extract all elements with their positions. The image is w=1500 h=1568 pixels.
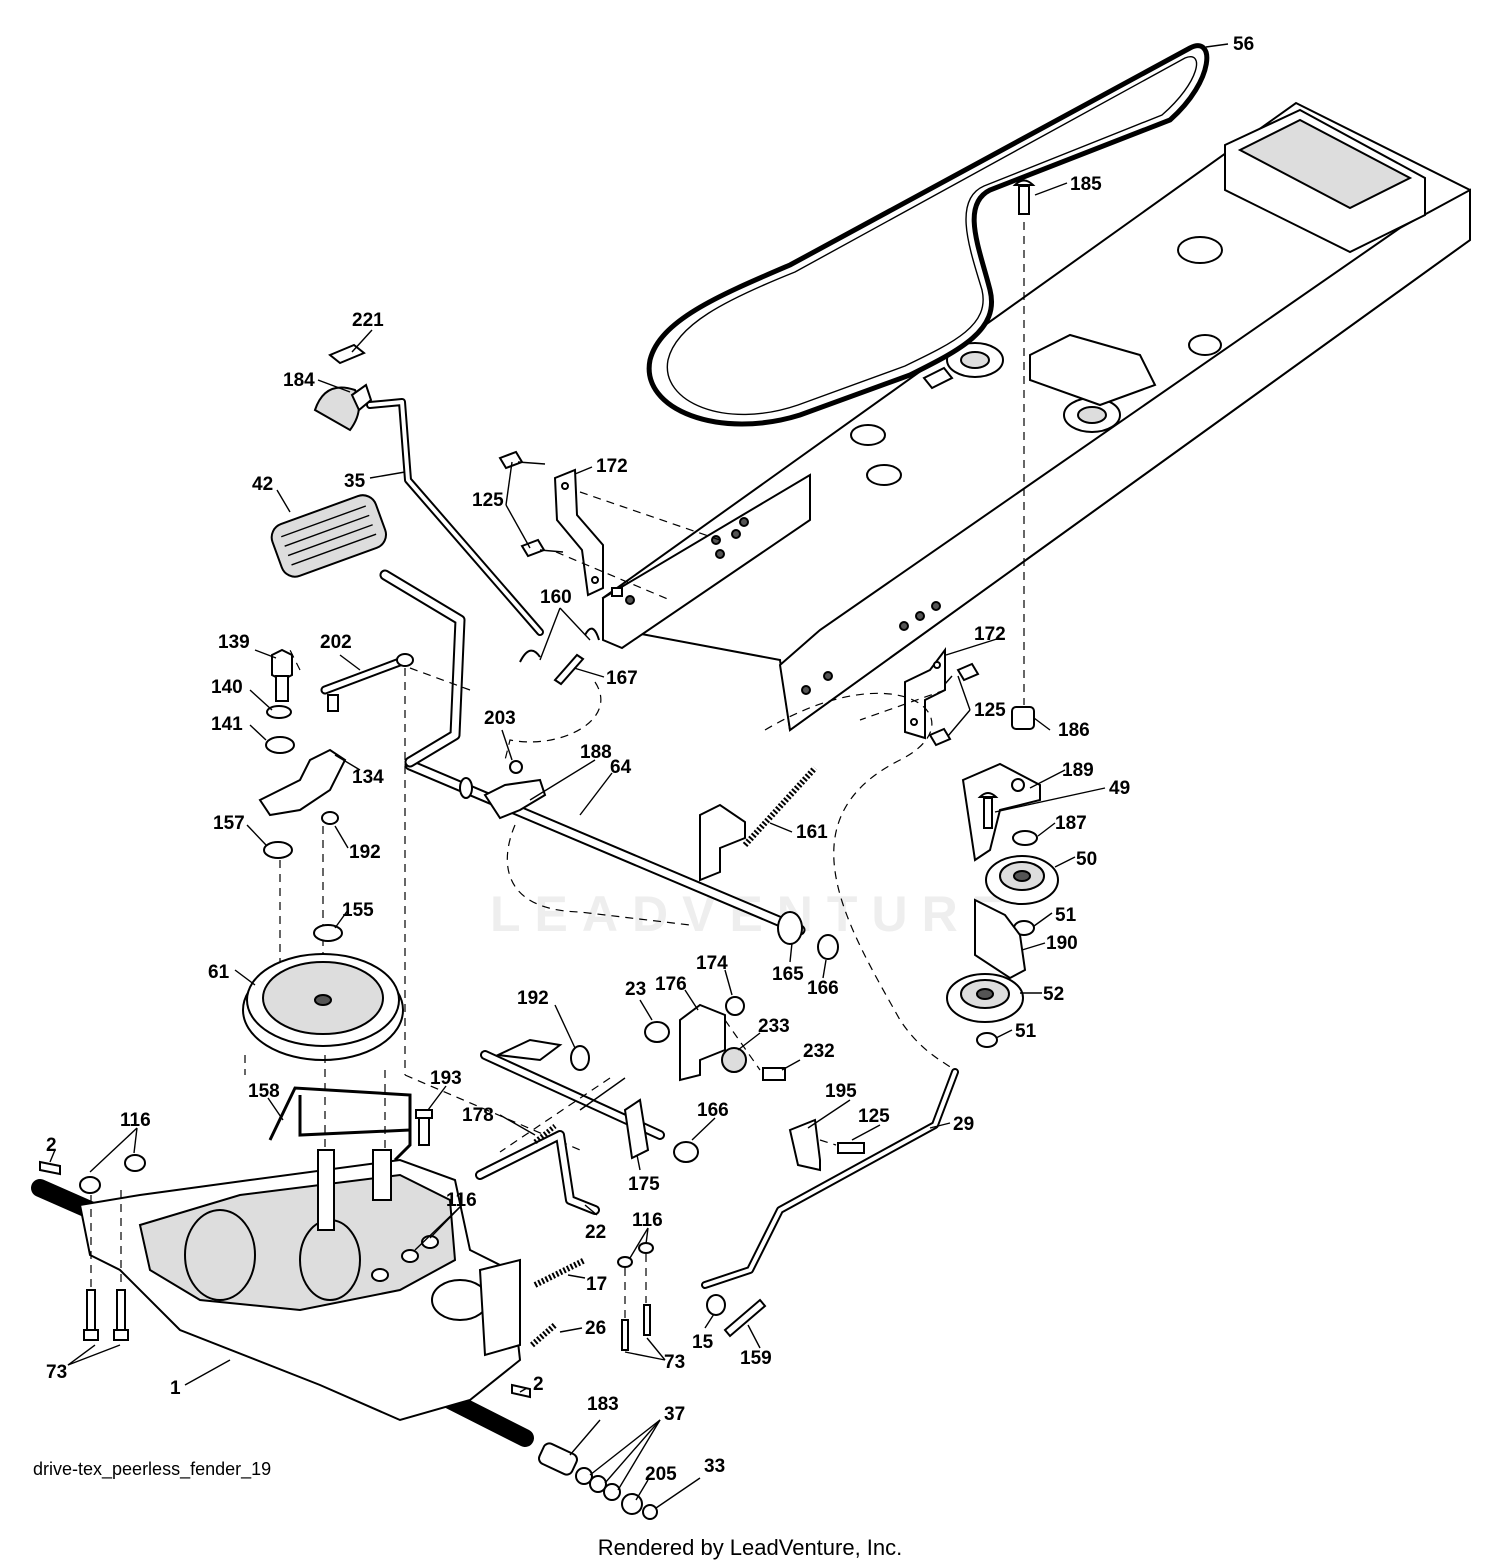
callout-51-upper: 51 (1055, 905, 1077, 926)
rod-29 (701, 692, 959, 1338)
callout-158: 158 (248, 1081, 280, 1102)
callout-125-right: 125 (858, 1106, 890, 1127)
callout-233: 233 (758, 1016, 790, 1037)
callout-73-right: 73 (664, 1352, 685, 1373)
callout-61: 61 (208, 962, 230, 983)
dashed-connectors (289, 649, 691, 926)
bracket-172-lower (859, 647, 980, 747)
transmission-1 (31, 1149, 534, 1447)
callout-22: 22 (585, 1222, 606, 1243)
callout-172-lower: 172 (974, 624, 1006, 645)
bolt-185 (1012, 179, 1036, 705)
callout-2-upper: 2 (46, 1135, 57, 1156)
callout-166-upper: 166 (807, 978, 839, 999)
callout-203: 203 (484, 708, 516, 729)
callout-205: 205 (645, 1464, 677, 1485)
callout-56: 56 (1233, 34, 1254, 55)
callout-160: 160 (540, 587, 572, 608)
callout-116-center: 116 (446, 1190, 477, 1211)
callout-159: 159 (740, 1348, 772, 1369)
bracket-158 (244, 1055, 433, 1162)
callout-64: 64 (610, 757, 632, 778)
callout-141: 141 (211, 714, 243, 735)
callout-26: 26 (585, 1318, 606, 1339)
rod-35 (313, 343, 600, 686)
leader-lines (49, 43, 1229, 1509)
frame-rail (601, 101, 1471, 732)
callout-116-right: 116 (632, 1210, 663, 1231)
watermark: LEADVENTURE (490, 886, 1020, 942)
callout-188: 188 (580, 742, 612, 763)
footer-credit: Rendered by LeadVenture, Inc. (597, 1535, 903, 1560)
callout-125-lower: 125 (974, 700, 1006, 721)
callout-52: 52 (1043, 984, 1064, 1005)
callout-139: 139 (218, 632, 250, 653)
callout-29: 29 (953, 1114, 974, 1135)
callout-166-lower: 166 (697, 1100, 729, 1121)
cross-shaft-64 (404, 759, 839, 960)
callout-33: 33 (704, 1456, 725, 1477)
callout-193: 193 (430, 1068, 462, 1089)
callout-157: 157 (213, 813, 245, 834)
callout-183: 183 (587, 1394, 619, 1415)
callout-155: 155 (342, 900, 374, 921)
pulley-61 (242, 924, 404, 1061)
bolts-73-right (617, 1242, 654, 1351)
springs-17-26 (530, 1257, 587, 1348)
callout-190: 190 (1046, 933, 1078, 954)
callout-35: 35 (344, 471, 366, 492)
callout-50: 50 (1076, 849, 1097, 870)
callout-125-upper: 125 (472, 490, 504, 511)
callout-184: 184 (283, 370, 315, 391)
idler-assembly (946, 706, 1059, 1048)
spring-161 (699, 765, 818, 882)
callout-186: 186 (1058, 720, 1090, 741)
callout-51-lower: 51 (1015, 1021, 1037, 1042)
callout-165: 165 (772, 964, 804, 985)
callout-185: 185 (1070, 174, 1102, 195)
callout-175: 175 (628, 1174, 660, 1195)
callout-178: 178 (462, 1105, 494, 1126)
callout-195: 195 (825, 1081, 857, 1102)
callout-221: 221 (352, 310, 384, 331)
linkage-202 (258, 648, 581, 1151)
callout-17: 17 (586, 1274, 607, 1295)
callout-23: 23 (625, 979, 646, 1000)
callout-116-left: 116 (120, 1110, 151, 1131)
callout-15: 15 (692, 1332, 714, 1353)
callout-1: 1 (170, 1378, 181, 1399)
bolts-73-left (83, 1190, 129, 1341)
diagram-id: drive-tex_peerless_fender_19 (33, 1459, 272, 1479)
callout-192-lower: 192 (517, 988, 549, 1009)
shaft-22 (475, 1038, 699, 1215)
callout-176: 176 (655, 974, 687, 995)
callout-49: 49 (1109, 778, 1130, 799)
callout-73-left: 73 (46, 1362, 67, 1383)
callout-167: 167 (606, 668, 638, 689)
callout-140: 140 (211, 677, 243, 698)
bracket-195 (788, 1118, 865, 1172)
drive-belt (646, 43, 1210, 427)
callout-labels: 56 185 221 184 35 42 172 125 160 167 139… (46, 34, 1254, 1485)
callout-202: 202 (320, 632, 352, 653)
callout-37: 37 (664, 1404, 685, 1425)
callout-134: 134 (352, 767, 384, 788)
callout-232: 232 (803, 1041, 835, 1062)
callout-187: 187 (1055, 813, 1087, 834)
callout-192-upper: 192 (349, 842, 381, 863)
callout-42: 42 (252, 474, 273, 495)
pedal-arm (270, 494, 466, 768)
axle-spacers (538, 1442, 658, 1520)
callout-174: 174 (696, 953, 728, 974)
callout-161: 161 (796, 822, 828, 843)
bracket-172-upper (498, 450, 721, 601)
callout-2-lower: 2 (533, 1374, 544, 1395)
callout-189: 189 (1062, 760, 1094, 781)
callout-172-upper: 172 (596, 456, 628, 477)
bracket-176 (644, 996, 786, 1082)
